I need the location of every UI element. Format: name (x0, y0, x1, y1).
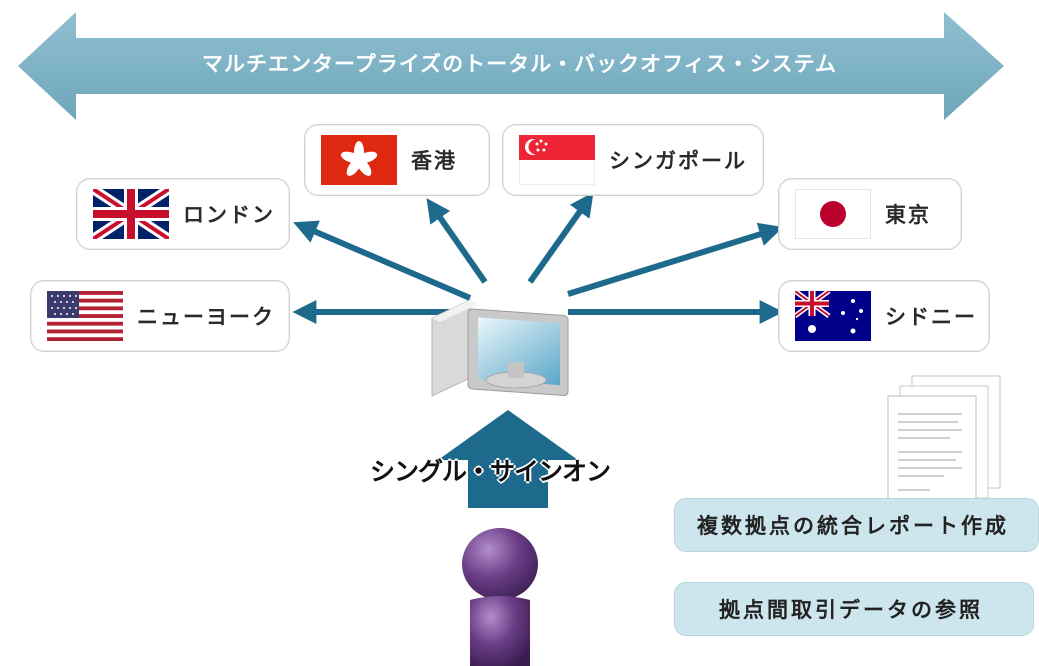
sso-arrow-shape (438, 410, 578, 508)
city-label-london: ロンドン (183, 203, 275, 227)
hongkong-flag-icon (321, 135, 397, 185)
city-singapore: シンガポール (502, 124, 764, 196)
city-label-singapore: シンガポール (609, 149, 747, 173)
city-label-sydney: シドニー (885, 305, 977, 329)
banner-title: マルチエンタープライズのトータル・バックオフィス・システム (201, 52, 838, 76)
feature-reference: 拠点間取引データの参照 (674, 582, 1034, 636)
city-label-hongkong: 香港 (411, 149, 457, 173)
usa-flag-icon (47, 291, 123, 341)
sso-label: シングル・サインオン (369, 457, 611, 486)
city-label-tokyo: 東京 (885, 203, 931, 227)
city-newyork: ニューヨーク (30, 280, 290, 352)
australia-flag-icon (795, 291, 871, 341)
connection-arrows (292, 192, 784, 324)
city-sydney: シドニー (778, 280, 990, 352)
feature-reference-label: 拠点間取引データの参照 (719, 598, 983, 622)
city-london: ロンドン (76, 178, 290, 250)
feature-report: 複数拠点の統合レポート作成 (674, 498, 1039, 552)
city-hongkong: 香港 (304, 124, 490, 196)
singapore-flag-icon (519, 135, 595, 185)
feature-report-label: 複数拠点の統合レポート作成 (697, 514, 1009, 538)
japan-flag-icon (795, 189, 871, 239)
documents-icon (887, 375, 1001, 509)
computer-icon (431, 299, 569, 397)
uk-flag-icon (93, 189, 169, 239)
city-label-newyork: ニューヨーク (137, 305, 275, 329)
banner-arrow-shape (18, 12, 1004, 120)
user-icon (462, 528, 538, 666)
city-tokyo: 東京 (778, 178, 962, 250)
